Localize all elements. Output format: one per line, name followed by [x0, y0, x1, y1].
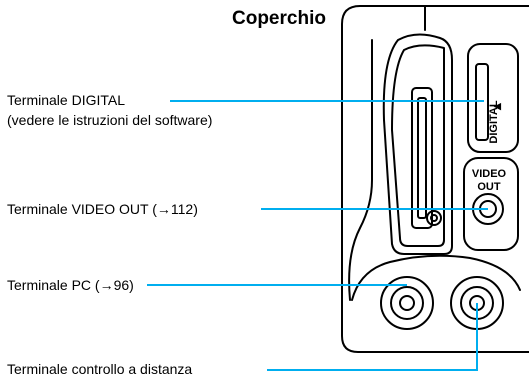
- video-port-panel: [463, 157, 519, 251]
- device-video-text: VIDEO: [472, 168, 507, 180]
- digital-slot-door: [411, 87, 433, 229]
- arrow-marker-icon: ◀: [493, 101, 502, 111]
- pc-port: [380, 276, 434, 330]
- label-video-out: Terminale VIDEO OUT (→112): [7, 201, 198, 217]
- device-body-outline: [341, 5, 529, 353]
- cover-title: Coperchio: [232, 8, 326, 29]
- label-remote: Terminale controllo a distanza: [7, 361, 193, 377]
- label-digital: Terminale DIGITAL: [7, 92, 125, 108]
- cover-outline: [348, 39, 373, 301]
- leader-remote: [267, 303, 478, 371]
- label-digital-note: (vedere le istruzioni del software): [7, 112, 213, 128]
- cover-door: [382, 33, 453, 255]
- device-digital-text: DIGITAL: [488, 100, 500, 143]
- label-pc: Terminale PC (→96): [7, 277, 134, 293]
- digital-port-panel: [467, 43, 519, 153]
- device-out-text: OUT: [477, 181, 501, 193]
- screw-icon: [426, 210, 442, 226]
